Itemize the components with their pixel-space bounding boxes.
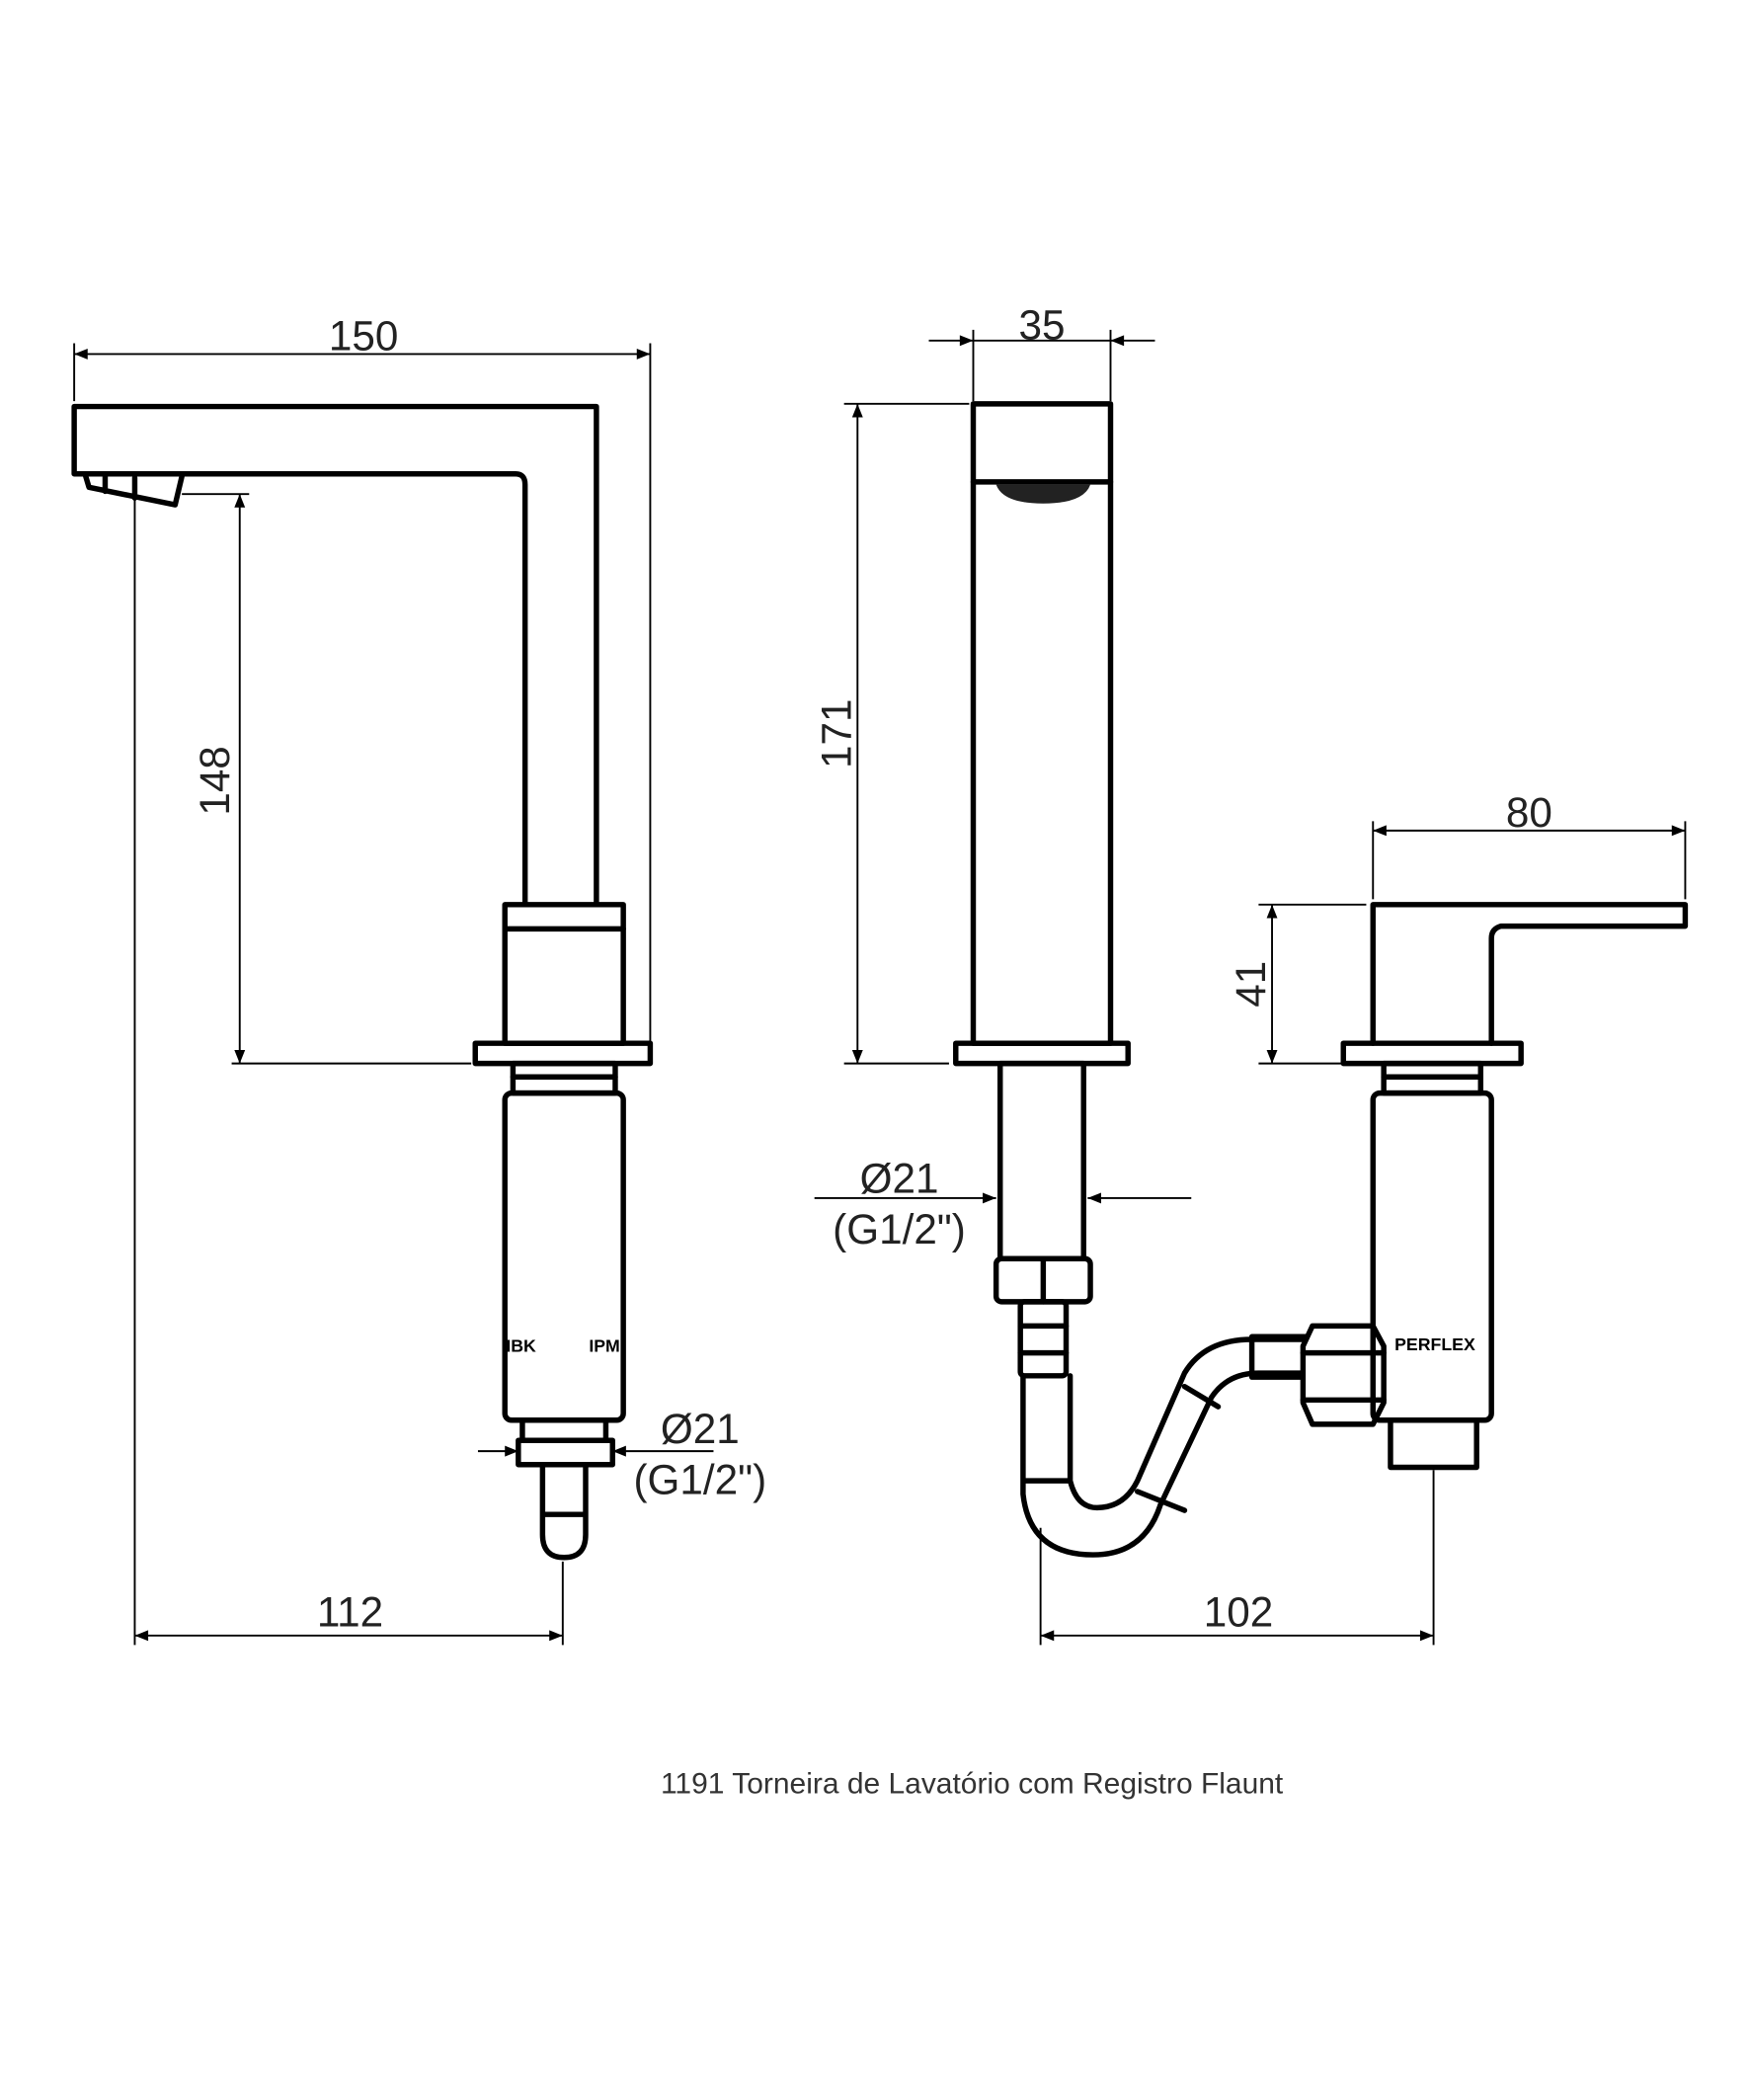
dim-171-label: 171 bbox=[813, 699, 859, 768]
logo-mark: IPM bbox=[589, 1335, 619, 1355]
front-view: 150 IBK IPM 148 112 Ø21 (G1/2") bbox=[71, 312, 766, 1646]
flexible-hose bbox=[1020, 1336, 1315, 1558]
dim-thread-label: (G1/2") bbox=[833, 1206, 966, 1252]
dim-diameter-label: Ø21 bbox=[661, 1406, 740, 1452]
dim-102-label: 102 bbox=[1204, 1588, 1273, 1635]
dim-diameter-label: Ø21 bbox=[860, 1155, 939, 1201]
valve-view: 80 41 PERFLEX bbox=[1228, 789, 1689, 1471]
inlet-pipe bbox=[997, 1060, 1086, 1261]
dim-35-label: 35 bbox=[1018, 301, 1065, 348]
valve-cylinder bbox=[502, 1090, 626, 1423]
dim-112-label: 112 bbox=[317, 1588, 383, 1635]
base-plate bbox=[472, 1040, 654, 1067]
dim-148-label: 148 bbox=[192, 746, 238, 815]
faucet-body bbox=[502, 902, 626, 1046]
perflex-logo: PERFLEX bbox=[1394, 1334, 1475, 1354]
valve-handle bbox=[1370, 902, 1689, 1046]
inlet-tube bbox=[539, 1462, 589, 1561]
faucet-spout bbox=[71, 403, 599, 908]
dim-thread-label: (G1/2") bbox=[633, 1457, 766, 1503]
aerator bbox=[82, 470, 185, 508]
valve-cylinder bbox=[1370, 1090, 1494, 1423]
dim-80-label: 80 bbox=[1506, 789, 1552, 836]
drawing-caption: 1191 Torneira de Lavatório com Registro … bbox=[661, 1767, 1284, 1800]
dim-41-label: 41 bbox=[1228, 961, 1274, 1008]
logo-mark: IBK bbox=[506, 1335, 536, 1355]
dim-150-label: 150 bbox=[329, 312, 398, 359]
side-view: 35 171 Ø21 (G1/2") 102 bbox=[813, 301, 1435, 1646]
aerator-side bbox=[995, 484, 1091, 504]
